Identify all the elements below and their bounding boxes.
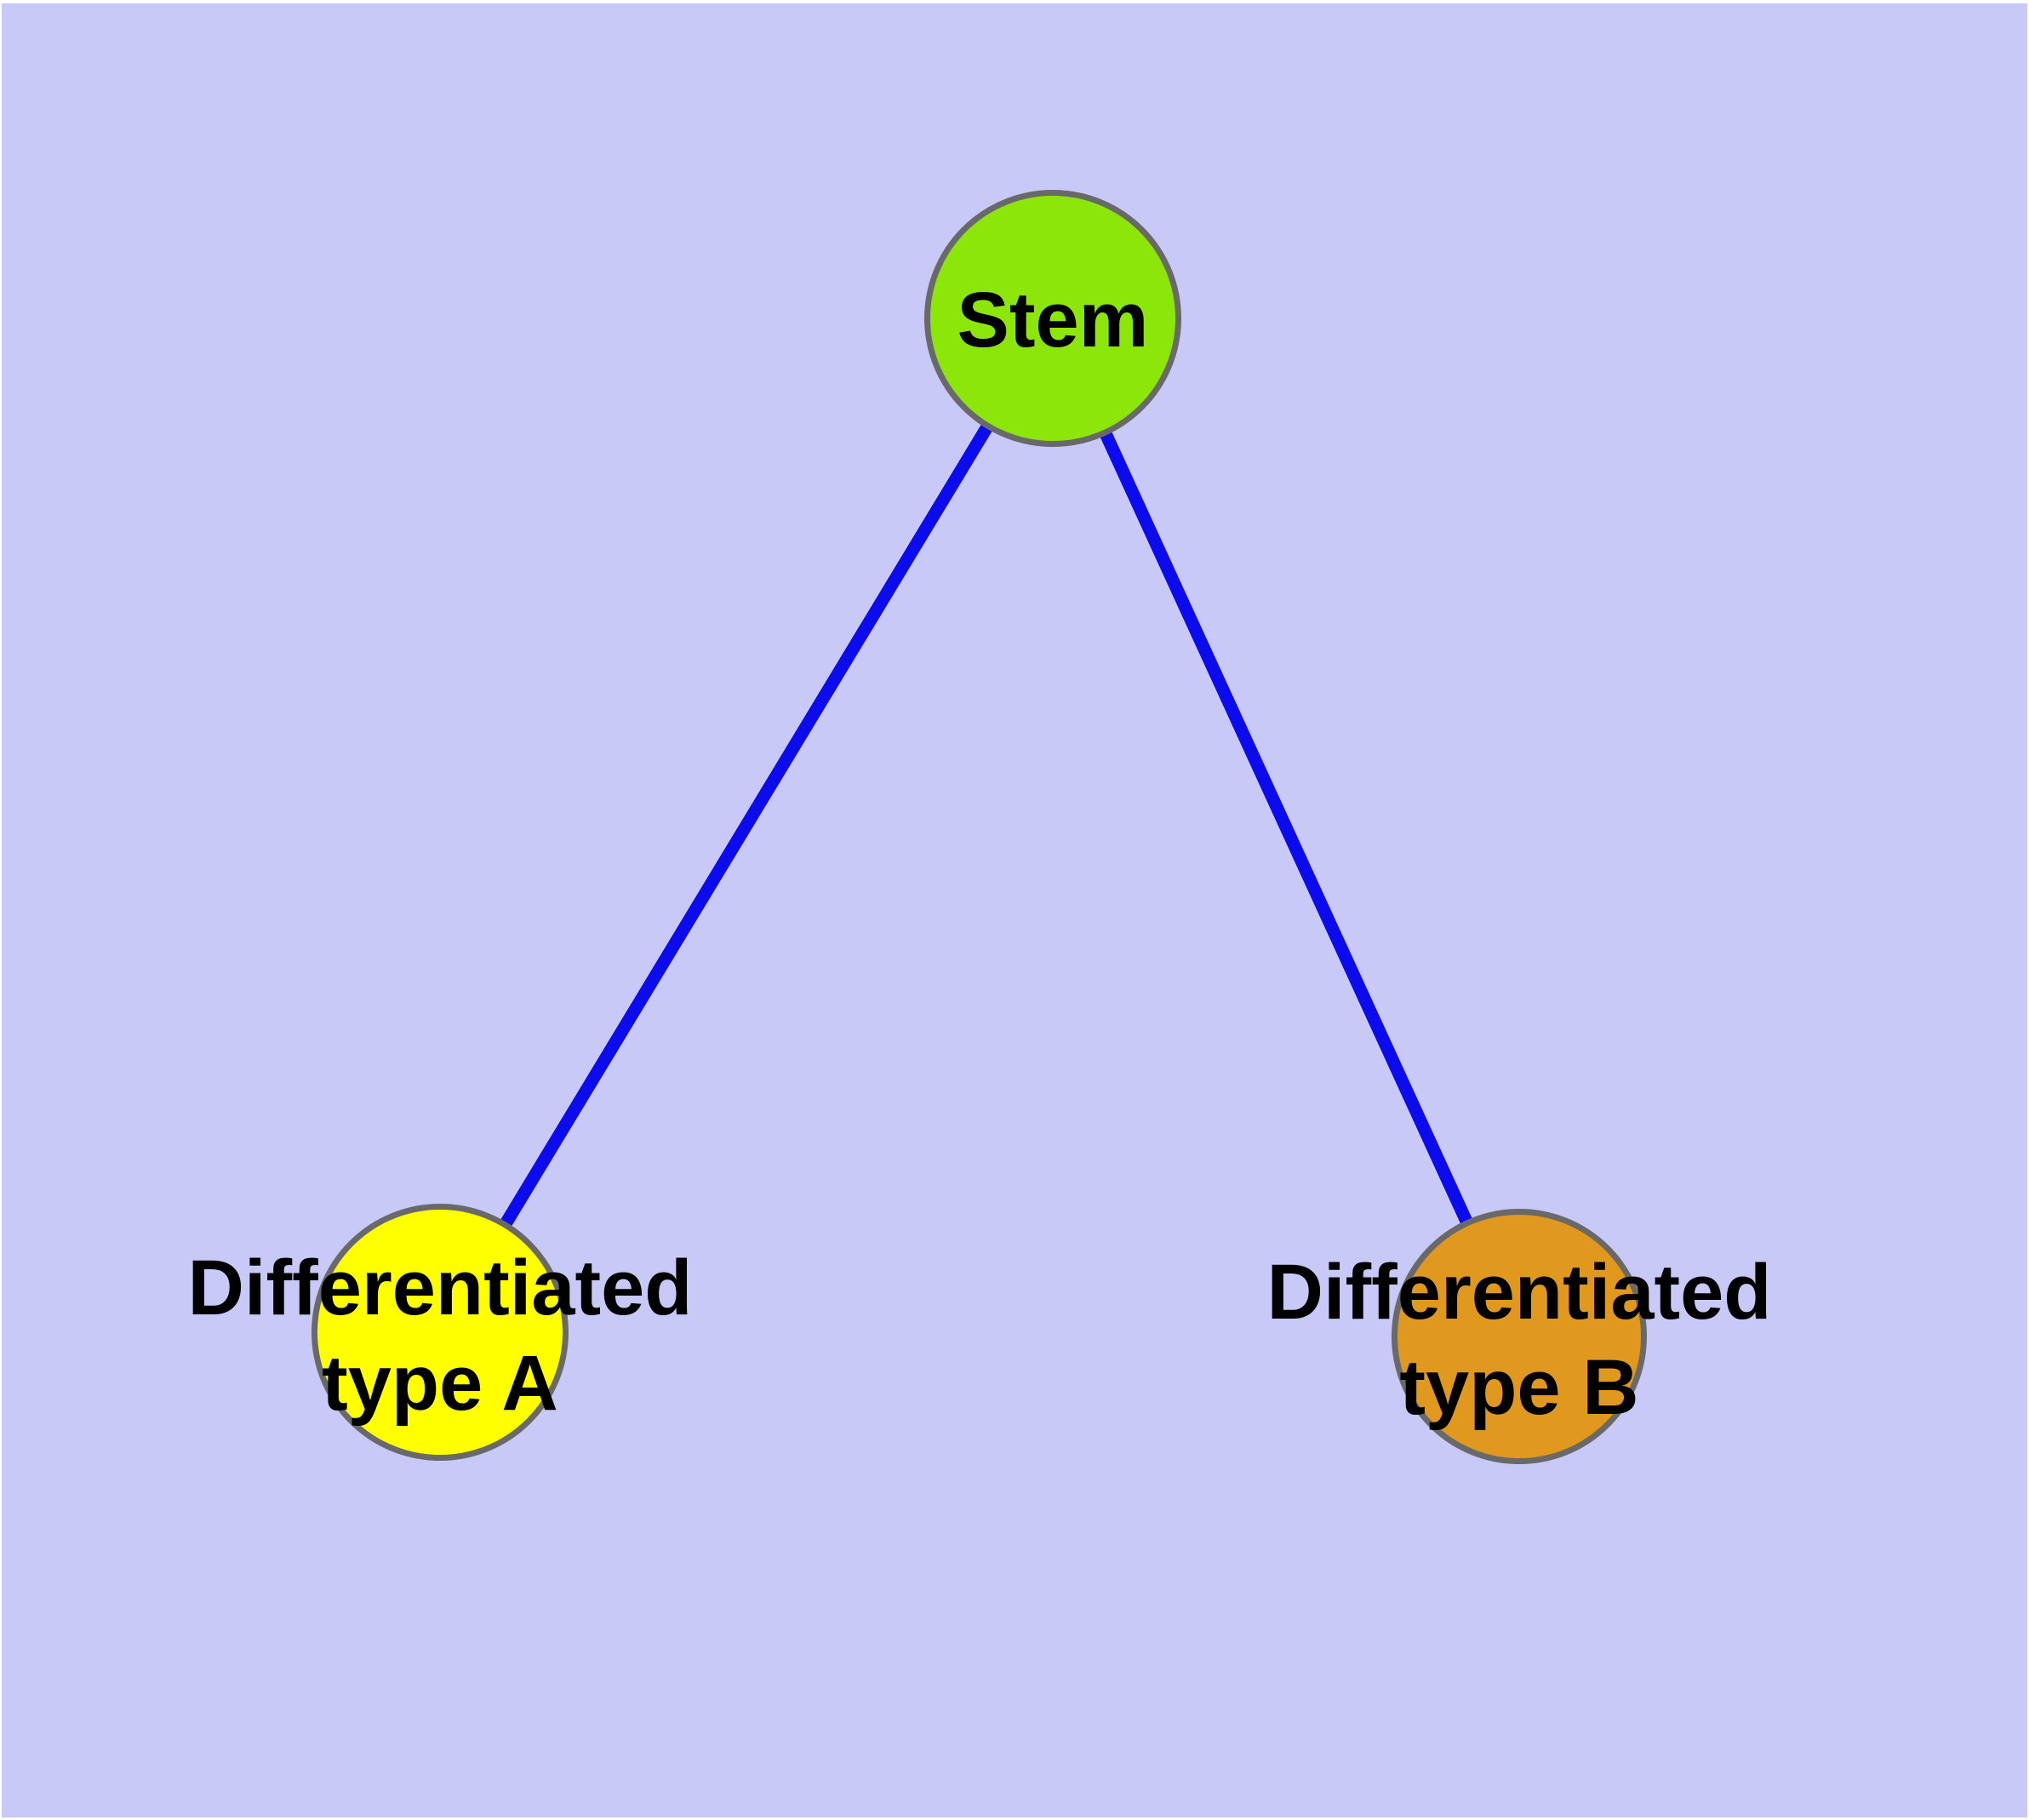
node-type-b-label-line1: Differentiated (1266, 1249, 1772, 1336)
node-stem (924, 190, 1181, 447)
node-differentiated-type-b (1392, 1209, 1647, 1464)
edge-stem-to-type-a (434, 315, 1059, 1336)
node-type-a-label: Differentiated type A (57, 1240, 823, 1431)
node-stem-label: Stem (670, 272, 1436, 368)
node-type-a-label-line1: Differentiated (187, 1245, 693, 1331)
node-type-a-label-line2: type A (322, 1340, 558, 1427)
node-differentiated-type-a (311, 1204, 569, 1461)
node-type-b-label: Differentiated type B (1136, 1245, 1902, 1435)
edge-stem-to-type-b (1047, 315, 1525, 1340)
node-stem-label-text: Stem (957, 277, 1149, 363)
node-type-b-label-line2: type B (1399, 1344, 1639, 1431)
